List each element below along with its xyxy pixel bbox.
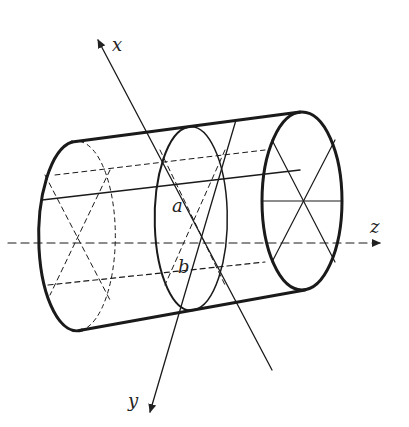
axis-label: z [370,218,379,236]
axis-label: b [178,258,190,276]
axis-label: a [172,197,183,215]
axis-label: y [128,392,138,410]
axis-label: x [112,36,122,54]
